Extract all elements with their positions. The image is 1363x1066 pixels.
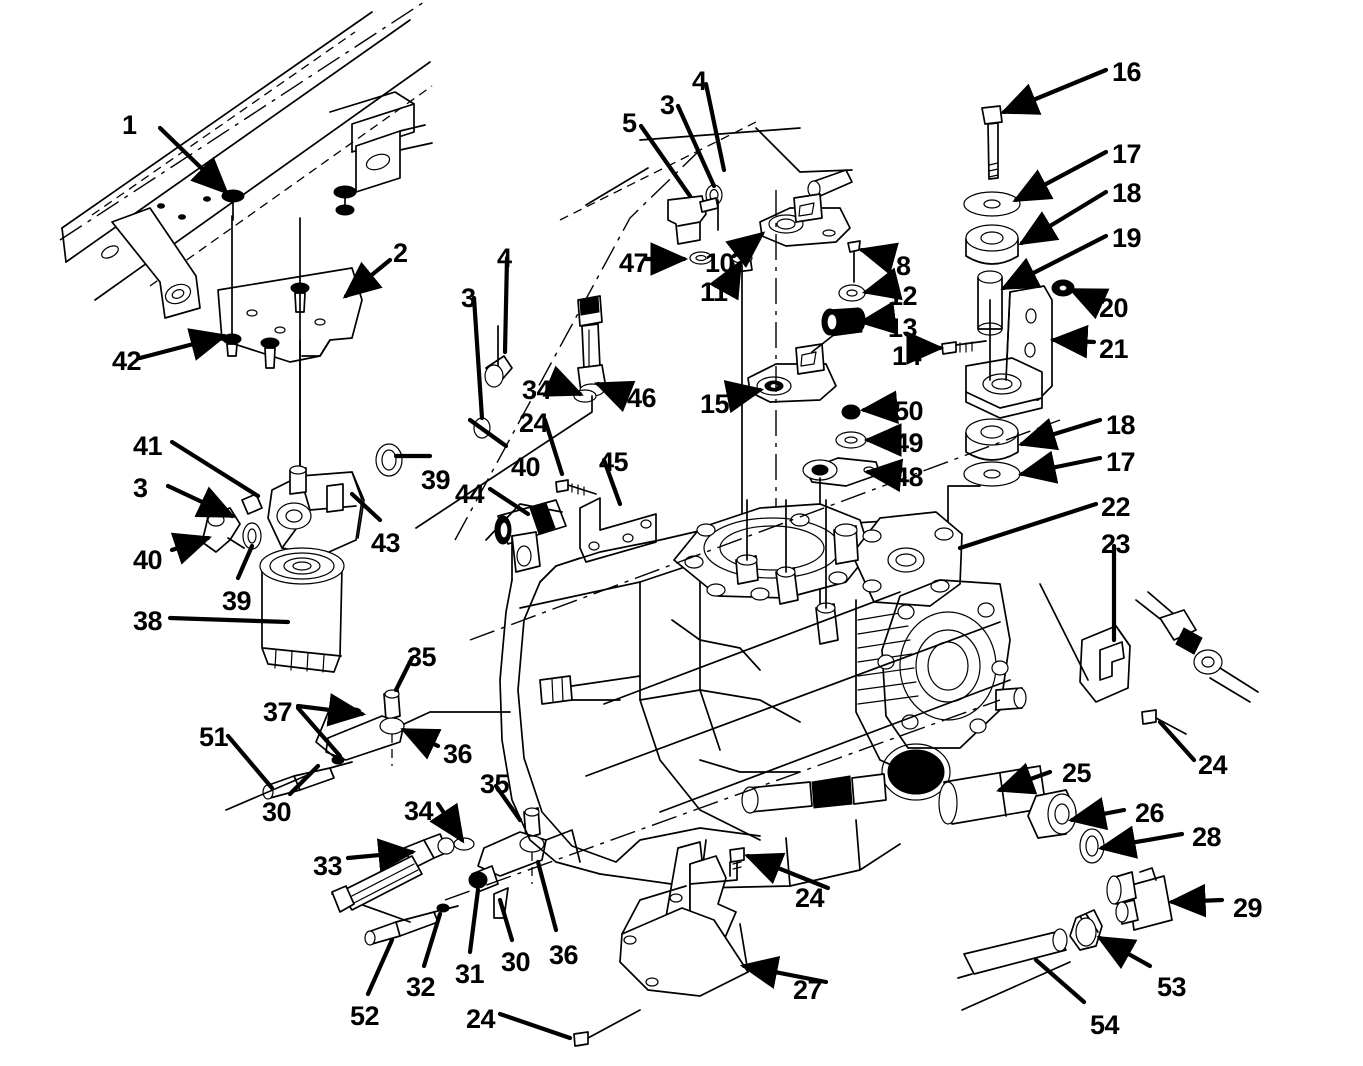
callout-11: 11 (700, 277, 728, 307)
callout-19: 19 (1112, 223, 1142, 253)
engine-transmission-block (444, 419, 1061, 901)
callout-24c: 24 (795, 883, 825, 913)
callout-40b: 40 (511, 452, 541, 482)
callout-22: 22 (1101, 492, 1131, 522)
frame-rail-group (59, 0, 433, 319)
callout-4a: 4 (692, 66, 707, 96)
callout-18b: 18 (1106, 410, 1136, 440)
callout-52: 52 (350, 1001, 380, 1031)
callout-27: 27 (793, 975, 823, 1005)
callout-51: 51 (199, 722, 229, 752)
callout-3a: 3 (660, 90, 675, 120)
callout-32: 32 (406, 972, 436, 1002)
callout-24b: 24 (466, 1004, 496, 1034)
callout-23: 23 (1101, 529, 1131, 559)
callout-35a: 35 (407, 642, 437, 672)
callout-42: 42 (112, 346, 142, 376)
callout-15: 15 (700, 389, 730, 419)
callout-50: 50 (894, 396, 924, 426)
leader-lines (137, 67, 1225, 1041)
callout-21: 21 (1099, 334, 1129, 364)
callout-17a: 17 (1112, 139, 1142, 169)
callout-29: 29 (1233, 893, 1263, 923)
callout-3b: 3 (461, 283, 476, 313)
oil-filter-group (201, 295, 657, 673)
callout-14: 14 (892, 341, 922, 371)
callout-35b: 35 (480, 769, 510, 799)
sensor-46 (415, 295, 607, 529)
callout-33: 33 (313, 851, 343, 881)
callout-45: 45 (599, 447, 629, 477)
callout-38: 38 (133, 606, 163, 636)
cable-assembly (1039, 583, 1259, 735)
fittings-group (454, 119, 853, 541)
callout-5: 5 (622, 108, 637, 138)
callout-37: 37 (263, 697, 293, 727)
mount-plate-group (217, 215, 363, 471)
callout-2: 2 (393, 238, 408, 268)
callout-40a: 40 (133, 545, 163, 575)
sensor-33 (331, 833, 475, 913)
callout-47: 47 (619, 248, 649, 278)
callout-48: 48 (894, 462, 924, 492)
callout-28: 28 (1192, 822, 1222, 852)
callout-34b: 34 (404, 796, 434, 826)
callout-31: 31 (455, 959, 485, 989)
arm-48-group (802, 404, 881, 621)
callout-13: 13 (888, 313, 918, 343)
callout-26: 26 (1135, 798, 1165, 828)
callout-49: 49 (894, 428, 924, 458)
callout-10: 10 (705, 248, 735, 278)
callout-4b: 4 (497, 243, 512, 273)
callout-36b: 36 (549, 940, 579, 970)
callout-1: 1 (122, 110, 137, 140)
callout-18a: 18 (1112, 178, 1142, 208)
callout-54: 54 (1090, 1010, 1120, 1040)
callout-8: 8 (896, 251, 911, 281)
callout-17b: 17 (1106, 447, 1136, 477)
link-upper (315, 689, 511, 766)
callout-39b: 39 (421, 465, 451, 495)
callout-30b: 30 (501, 947, 531, 977)
callout-30a: 30 (262, 797, 292, 827)
callout-53: 53 (1157, 972, 1187, 1002)
callout-25: 25 (1062, 758, 1092, 788)
callout-41: 41 (133, 431, 163, 461)
bracket-27 (573, 841, 749, 1047)
callout-46: 46 (627, 383, 657, 413)
callout-24d: 24 (1198, 750, 1228, 780)
callout-39a: 39 (222, 586, 252, 616)
callout-36a: 36 (443, 739, 473, 769)
callout-12: 12 (888, 281, 918, 311)
callout-34a: 34 (522, 375, 552, 405)
callout-44: 44 (455, 479, 485, 509)
callout-20: 20 (1099, 293, 1129, 323)
callout-16: 16 (1112, 57, 1142, 87)
screw-b (260, 337, 280, 369)
callout-3c: 3 (133, 473, 148, 503)
callout-24a: 24 (519, 408, 549, 438)
callout-43: 43 (371, 528, 401, 558)
sleeve-44 (485, 499, 567, 545)
